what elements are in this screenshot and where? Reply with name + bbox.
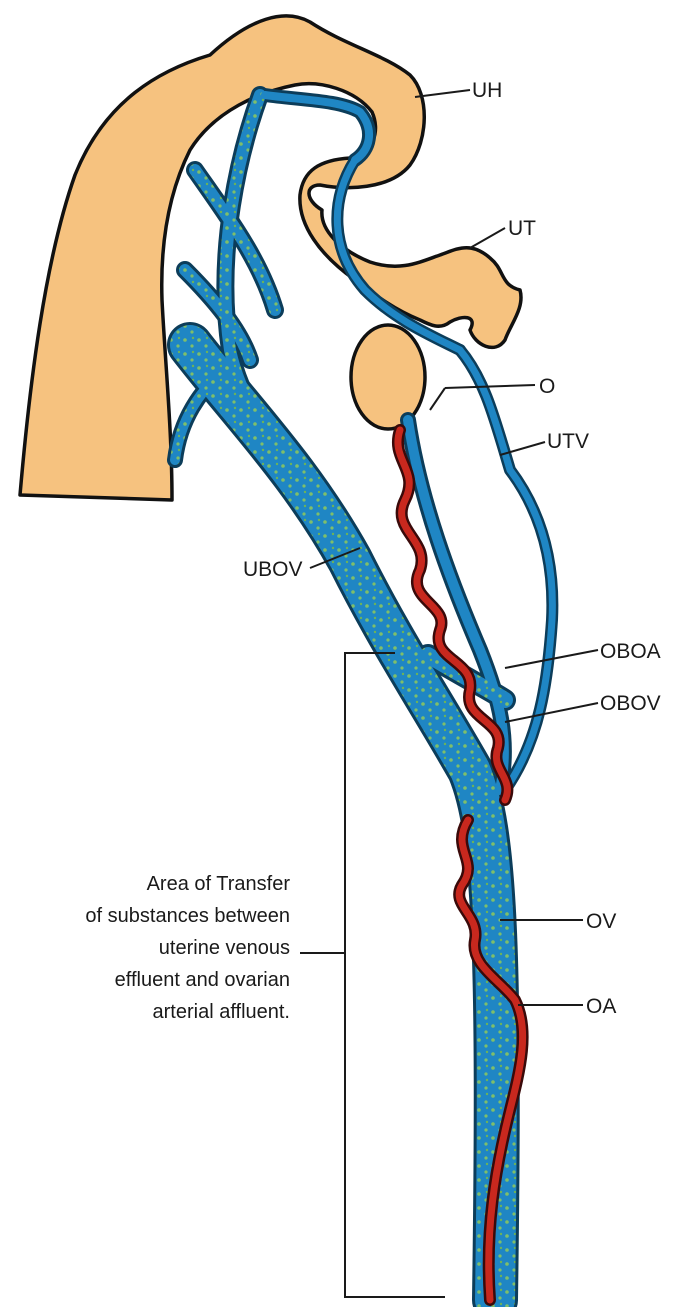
caption-line-5: arterial affluent.: [153, 1001, 291, 1023]
caption-line-4: effluent and ovarian: [115, 969, 290, 991]
transfer-caption: Area of Transfer of substances between u…: [85, 873, 290, 1023]
label-oa: OA: [586, 995, 616, 1018]
label-ubov: UBOV: [243, 558, 303, 581]
label-ov: OV: [586, 910, 616, 933]
caption-line-2: of substances between: [85, 905, 290, 927]
label-o: O: [539, 375, 555, 398]
label-uh: UH: [472, 79, 502, 102]
ubov-vein: [190, 345, 497, 1300]
label-utv: UTV: [547, 430, 589, 453]
ovary: [351, 325, 425, 429]
label-ut: UT: [508, 217, 536, 240]
label-oboa: OBOA: [600, 640, 661, 663]
caption-line-1: Area of Transfer: [147, 873, 291, 895]
label-obov: OBOV: [600, 692, 661, 715]
caption-line-3: uterine venous: [159, 937, 290, 959]
